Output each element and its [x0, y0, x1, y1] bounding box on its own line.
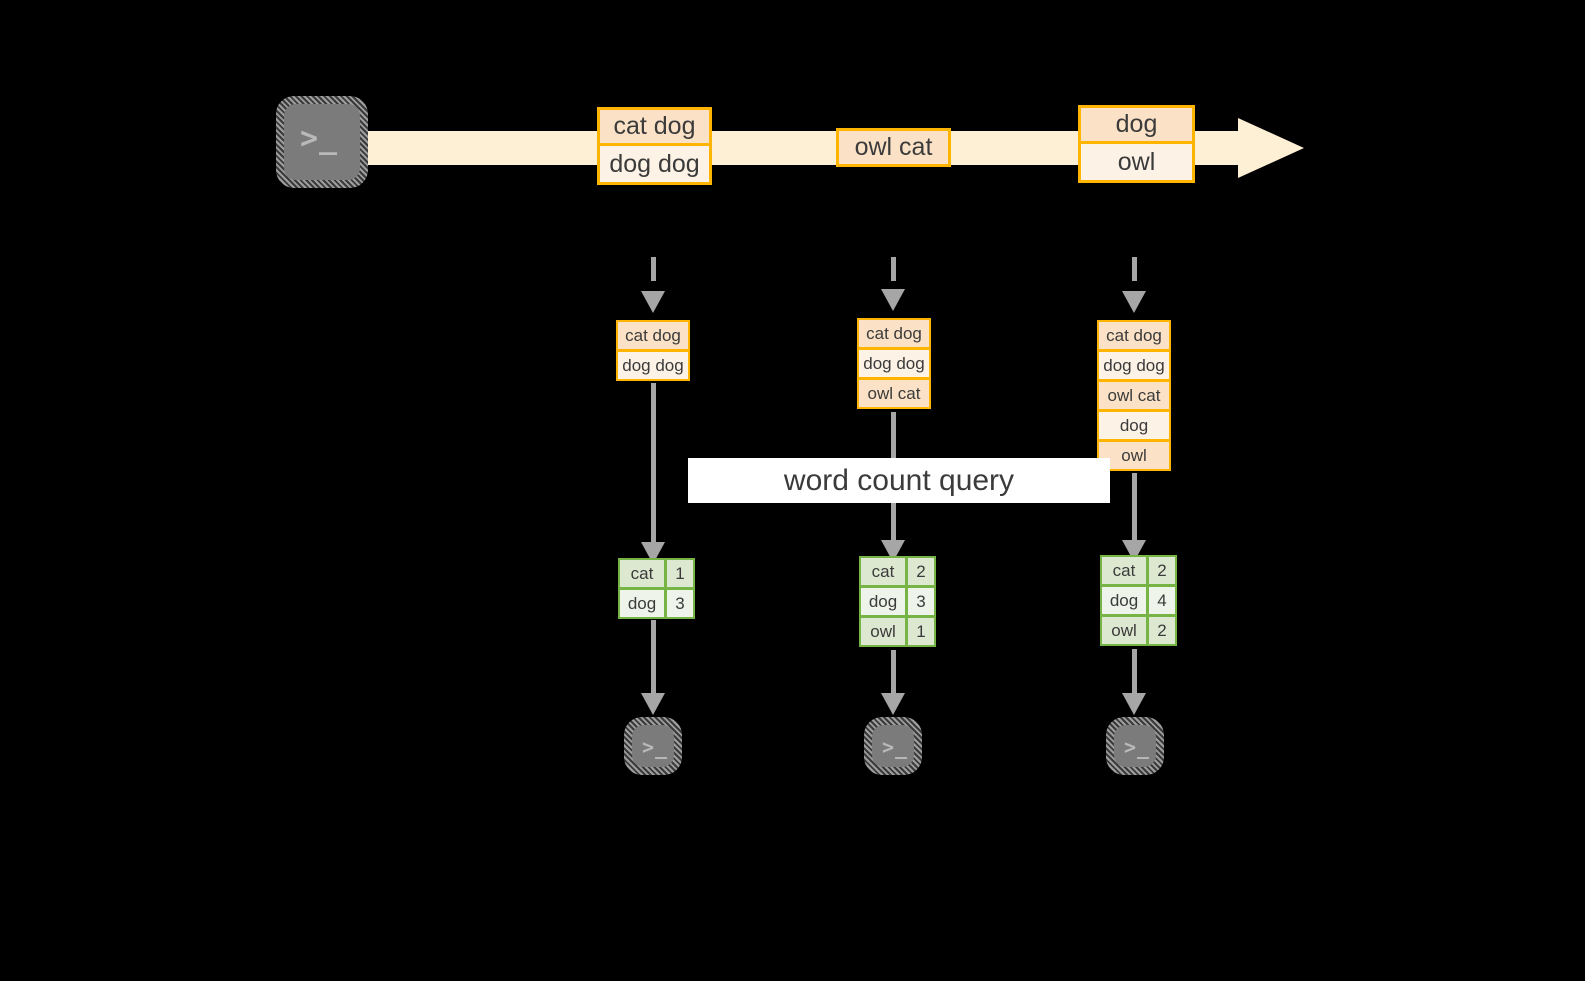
result-1-count-2: 3	[665, 588, 695, 619]
result-1-word-2: dog	[618, 588, 666, 619]
result-2-word-3: owl	[859, 616, 907, 647]
result-3-word-3: owl	[1100, 615, 1148, 646]
query-label: word count query	[688, 458, 1110, 503]
result-1-word-1: cat	[618, 558, 666, 589]
result-3-word-1: cat	[1100, 555, 1148, 586]
stream-batch-3-line-2: owl	[1078, 144, 1195, 183]
result-table-2: cat 2 dog 3 owl 1	[859, 556, 936, 647]
connector-stream-to-acc-3-arrowhead-icon	[1122, 291, 1146, 313]
result-table-3: cat 2 dog 4 owl 2	[1100, 555, 1177, 646]
table-row: owl 2	[1100, 615, 1177, 646]
table-row: cat 1	[618, 558, 695, 589]
table-row: owl 1	[859, 616, 936, 647]
stream-batch-2: owl cat	[836, 128, 951, 167]
accumulated-1-row-2: dog dog	[616, 350, 690, 381]
accumulated-records-3: cat dog dog dog owl cat dog owl	[1097, 320, 1171, 471]
terminal-body	[872, 725, 914, 767]
stream-arrowhead-icon	[1238, 118, 1304, 178]
table-row: cat 2	[1100, 555, 1177, 586]
result-3-word-2: dog	[1100, 585, 1148, 616]
result-table-1: cat 1 dog 3	[618, 558, 695, 619]
accumulated-records-1: cat dog dog dog	[616, 320, 690, 381]
stream-batch-2-line-1: owl cat	[836, 128, 951, 167]
terminal-body	[632, 725, 674, 767]
result-2-word-2: dog	[859, 586, 907, 617]
accumulated-3-row-4: dog	[1097, 410, 1171, 441]
connector-stream-to-acc-1	[651, 257, 656, 293]
table-row: dog 3	[618, 588, 695, 619]
source-terminal-icon: >_	[276, 96, 368, 188]
terminal-prompt-glyph: >_	[882, 735, 909, 759]
sink-terminal-icon-2: >_	[864, 717, 922, 775]
stream-batch-3-line-1: dog	[1078, 105, 1195, 144]
stream-batch-3: dog owl	[1078, 105, 1195, 183]
terminal-body	[284, 104, 360, 180]
result-2-count-1: 2	[906, 556, 936, 587]
connector-stream-to-acc-3	[1132, 257, 1137, 293]
terminal-prompt-glyph: >_	[642, 735, 669, 759]
connector-result-to-sink-2	[891, 650, 896, 695]
result-2-count-3: 1	[906, 616, 936, 647]
sink-terminal-icon-3: >_	[1106, 717, 1164, 775]
accumulated-2-row-1: cat dog	[857, 318, 931, 349]
accumulated-3-row-3: owl cat	[1097, 380, 1171, 411]
table-row: cat 2	[859, 556, 936, 587]
terminal-body	[1114, 725, 1156, 767]
connector-result-to-sink-3	[1132, 649, 1137, 695]
connector-result-to-sink-1-arrowhead-icon	[641, 693, 665, 715]
connector-result-to-sink-2-arrowhead-icon	[881, 693, 905, 715]
accumulated-3-row-1: cat dog	[1097, 320, 1171, 351]
table-row: dog 4	[1100, 585, 1177, 616]
sink-terminal-icon-1: >_	[624, 717, 682, 775]
result-3-count-2: 4	[1147, 585, 1177, 616]
connector-stream-to-acc-2	[891, 257, 896, 291]
result-3-count-1: 2	[1147, 555, 1177, 586]
stream-batch-1: cat dog dog dog	[597, 107, 712, 185]
result-1-count-1: 1	[665, 558, 695, 589]
accumulated-2-row-2: dog dog	[857, 348, 931, 379]
connector-result-to-sink-1	[651, 620, 656, 695]
accumulated-3-row-2: dog dog	[1097, 350, 1171, 381]
result-2-count-2: 3	[906, 586, 936, 617]
terminal-prompt-glyph: >_	[1124, 735, 1151, 759]
stream-batch-1-line-1: cat dog	[597, 107, 712, 146]
result-3-count-3: 2	[1147, 615, 1177, 646]
accumulated-1-row-1: cat dog	[616, 320, 690, 351]
result-2-word-1: cat	[859, 556, 907, 587]
connector-acc-to-result-1	[651, 383, 656, 544]
accumulated-2-row-3: owl cat	[857, 378, 931, 409]
connector-result-to-sink-3-arrowhead-icon	[1122, 693, 1146, 715]
connector-acc-to-result-3	[1132, 473, 1137, 542]
accumulated-records-2: cat dog dog dog owl cat	[857, 318, 931, 409]
connector-stream-to-acc-2-arrowhead-icon	[881, 289, 905, 311]
table-row: dog 3	[859, 586, 936, 617]
connector-stream-to-acc-1-arrowhead-icon	[641, 291, 665, 313]
stream-batch-1-line-2: dog dog	[597, 146, 712, 185]
terminal-prompt-glyph: >_	[300, 121, 339, 156]
